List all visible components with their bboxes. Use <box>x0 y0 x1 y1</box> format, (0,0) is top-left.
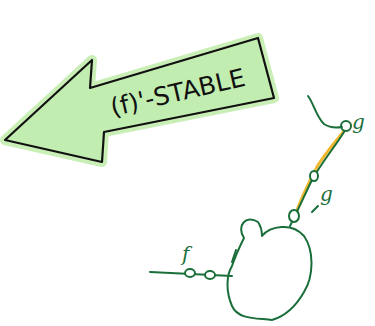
g-branch <box>308 96 342 128</box>
highlight-path <box>294 124 350 219</box>
variable-label: g <box>320 182 333 206</box>
g-path <box>290 132 344 226</box>
tick <box>312 206 318 212</box>
arrow-shape: (f)'-STABLE <box>0 0 285 170</box>
f-circle <box>205 271 215 279</box>
tick <box>232 250 236 262</box>
g-circle <box>341 121 351 131</box>
variable-label: f <box>182 242 189 266</box>
f-circle <box>185 269 195 277</box>
heart-loop <box>228 219 312 320</box>
g-circle <box>310 171 318 181</box>
variable-label: g <box>352 110 365 134</box>
g-circle <box>289 210 299 222</box>
